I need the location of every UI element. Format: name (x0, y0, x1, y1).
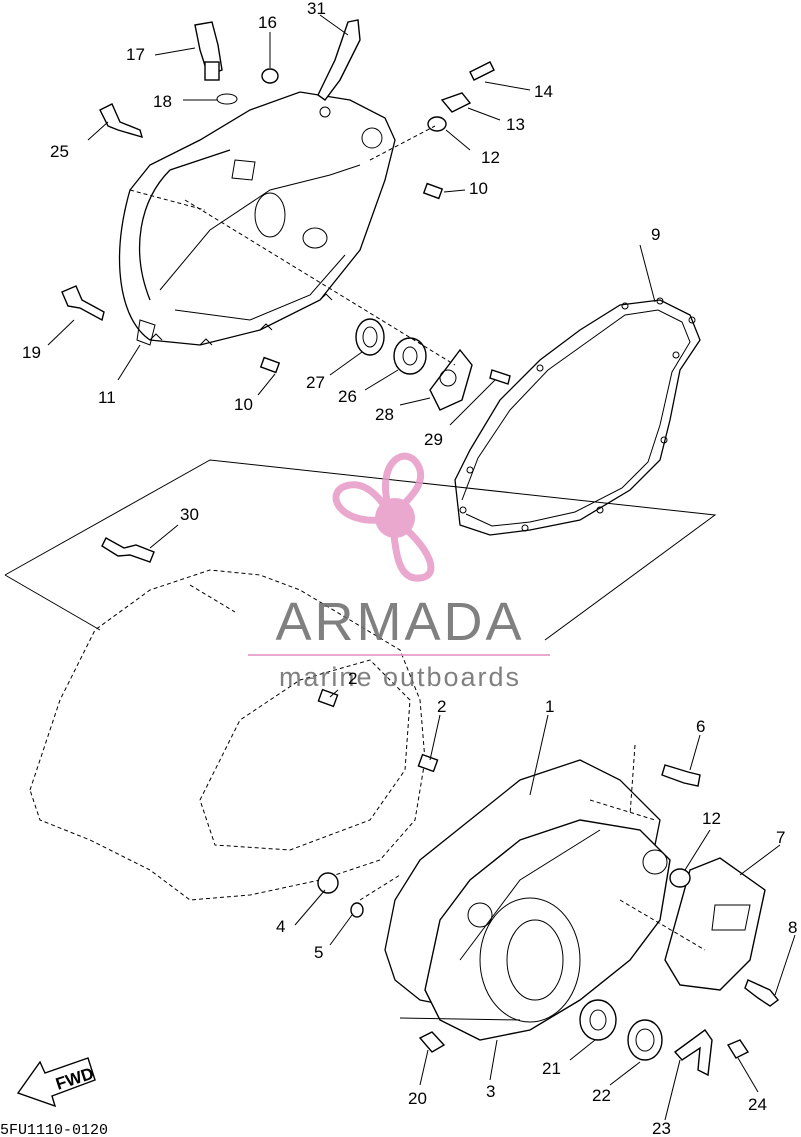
callout-31: 31 (307, 0, 326, 18)
side-cover-7 (664, 857, 766, 991)
callout-18: 18 (153, 92, 172, 111)
dowel-10-upper (422, 182, 444, 200)
callout-8: 8 (788, 918, 797, 937)
dowel-2-b (417, 753, 439, 773)
callout-2-b: 2 (437, 697, 446, 716)
frame-line (4, 459, 717, 641)
callout-14: 14 (534, 82, 553, 101)
o-ring-5 (350, 902, 364, 918)
plate-28 (429, 348, 473, 411)
bearing-21 (579, 999, 617, 1041)
bolt-30 (101, 537, 155, 563)
crankcase-cover-upper (118, 91, 396, 346)
o-ring-18 (216, 93, 238, 105)
bolt-19 (61, 285, 105, 322)
callout-30: 30 (180, 505, 199, 524)
callout-28: 28 (375, 405, 394, 424)
seal-12-lower (669, 868, 691, 888)
callout-1: 1 (545, 697, 554, 716)
dowel-2-a (317, 688, 339, 708)
drawing-code: 5FU1110-0120 (0, 1122, 108, 1137)
plug-4 (317, 872, 339, 894)
bolt-8 (744, 979, 779, 1007)
plate-13 (440, 92, 472, 113)
callout-6: 6 (696, 717, 705, 736)
watermark-tagline: marine outboards (279, 662, 521, 692)
callout-10-lower: 10 (234, 395, 253, 414)
crankcase-outline (29, 569, 426, 901)
bolt-6 (661, 764, 701, 787)
callout-5: 5 (314, 943, 323, 962)
callout-11: 11 (98, 388, 116, 407)
bolt-20 (418, 1031, 446, 1053)
callout-2-a: 2 (348, 669, 357, 688)
callout-25: 25 (50, 142, 69, 161)
bracket-23 (673, 1029, 713, 1077)
callout-3: 3 (486, 1082, 495, 1101)
callout-22: 22 (592, 1086, 611, 1105)
screw-29 (489, 369, 511, 385)
callout-27: 27 (306, 373, 325, 392)
callout-21: 21 (542, 1059, 561, 1078)
callout-19: 19 (22, 343, 41, 362)
callout-12-upper: 12 (481, 148, 500, 167)
callout-17: 17 (126, 45, 145, 64)
callout-24: 24 (748, 1095, 767, 1114)
callout-23: 23 (652, 1119, 671, 1137)
callout-29: 29 (424, 430, 443, 449)
bolt-25 (99, 103, 144, 139)
fwd-arrow: FWD (16, 1057, 96, 1108)
callout-7: 7 (776, 828, 785, 847)
callout-9: 9 (651, 225, 660, 244)
seal-27 (355, 318, 385, 356)
bolt-24 (726, 1039, 750, 1059)
callout-10-upper: 10 (469, 179, 488, 198)
callout-12-lower: 12 (702, 809, 721, 828)
seal-12-upper (427, 116, 447, 132)
cover-3 (424, 819, 671, 1041)
bracket-31 (317, 19, 361, 101)
leader-lines (47, 14, 796, 1121)
plug-16 (261, 68, 279, 84)
callout-20: 20 (408, 1089, 427, 1108)
bolt-14 (469, 61, 495, 81)
seal-22 (627, 1019, 663, 1061)
oil-filler-plug-17 (194, 21, 223, 81)
dowel-10-lower (259, 356, 281, 374)
callout-26: 26 (338, 387, 357, 406)
callout-16: 16 (258, 13, 277, 32)
watermark-brand: ARMADA (275, 592, 524, 652)
callout-4: 4 (276, 917, 285, 936)
callout-numbers: 31 16 17 18 14 13 12 10 25 9 19 27 26 11… (22, 0, 797, 1137)
callout-13: 13 (506, 115, 525, 134)
watermark-logo: ARMADA marine outboards (248, 452, 550, 692)
bearing-26 (393, 337, 427, 375)
